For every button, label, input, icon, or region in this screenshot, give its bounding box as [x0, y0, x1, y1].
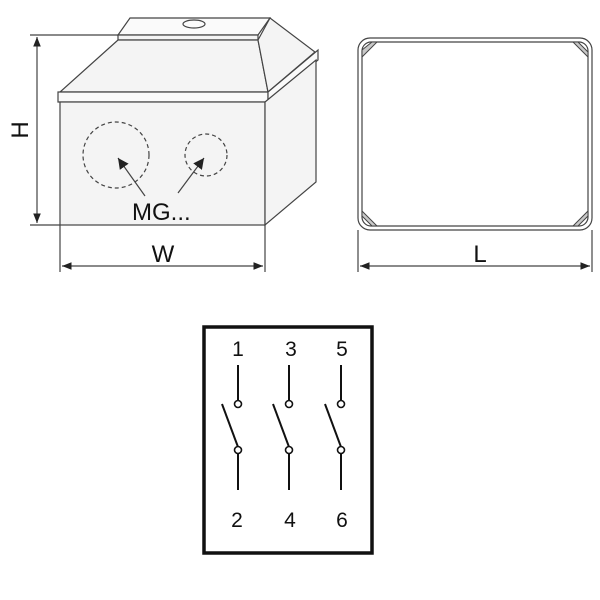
pole-2-bottom-contact	[284, 445, 294, 455]
length-label: L	[473, 241, 486, 268]
corner-top-left	[361, 41, 379, 59]
schematic-frame	[202, 325, 374, 555]
terminal-2-label: 2	[231, 509, 243, 532]
pole-1-blade	[221, 403, 239, 448]
knockout-large	[82, 121, 150, 189]
terminal-3-label: 3	[285, 338, 297, 361]
switch-pole-3	[324, 365, 346, 490]
top-view-outer	[357, 37, 593, 231]
switch-schematic: 1 3 5 2 4 6	[202, 325, 374, 555]
knockout-small	[184, 133, 228, 177]
mg-arrow-left	[117, 157, 146, 197]
pole-3-bottom-contact	[336, 445, 346, 455]
body-side	[264, 58, 317, 227]
pole-3-blade	[324, 403, 342, 448]
terminal-1-label: 1	[232, 338, 244, 361]
pole-1-bottom-contact	[233, 445, 243, 455]
pole-1-top-contact	[233, 399, 243, 409]
corner-top-right	[571, 41, 589, 59]
terminal-5-label: 5	[336, 338, 348, 361]
width-label: W	[152, 241, 175, 268]
pole-2-blade	[272, 403, 290, 448]
enclosure-top-view: L	[357, 37, 593, 272]
pole-3-top-contact	[336, 399, 346, 409]
switch-pole-2	[272, 365, 294, 490]
lid-front-slope	[58, 39, 269, 93]
gland-label: MG...	[132, 199, 191, 226]
pole-2-top-contact	[284, 399, 294, 409]
mg-arrow-right	[177, 157, 205, 194]
lid-hole	[182, 19, 206, 29]
terminal-6-label: 6	[336, 509, 348, 532]
lid-top-rim	[117, 34, 259, 41]
lid-rim-front	[57, 91, 269, 103]
switch-pole-1	[221, 365, 243, 490]
body-front	[59, 101, 266, 226]
height-label: H	[7, 121, 34, 138]
enclosure-3d-view: MG... H W	[7, 17, 319, 272]
terminal-4-label: 4	[284, 509, 296, 532]
corner-bottom-left	[361, 209, 379, 227]
corner-bottom-right	[571, 209, 589, 227]
top-view-inner	[361, 41, 589, 227]
